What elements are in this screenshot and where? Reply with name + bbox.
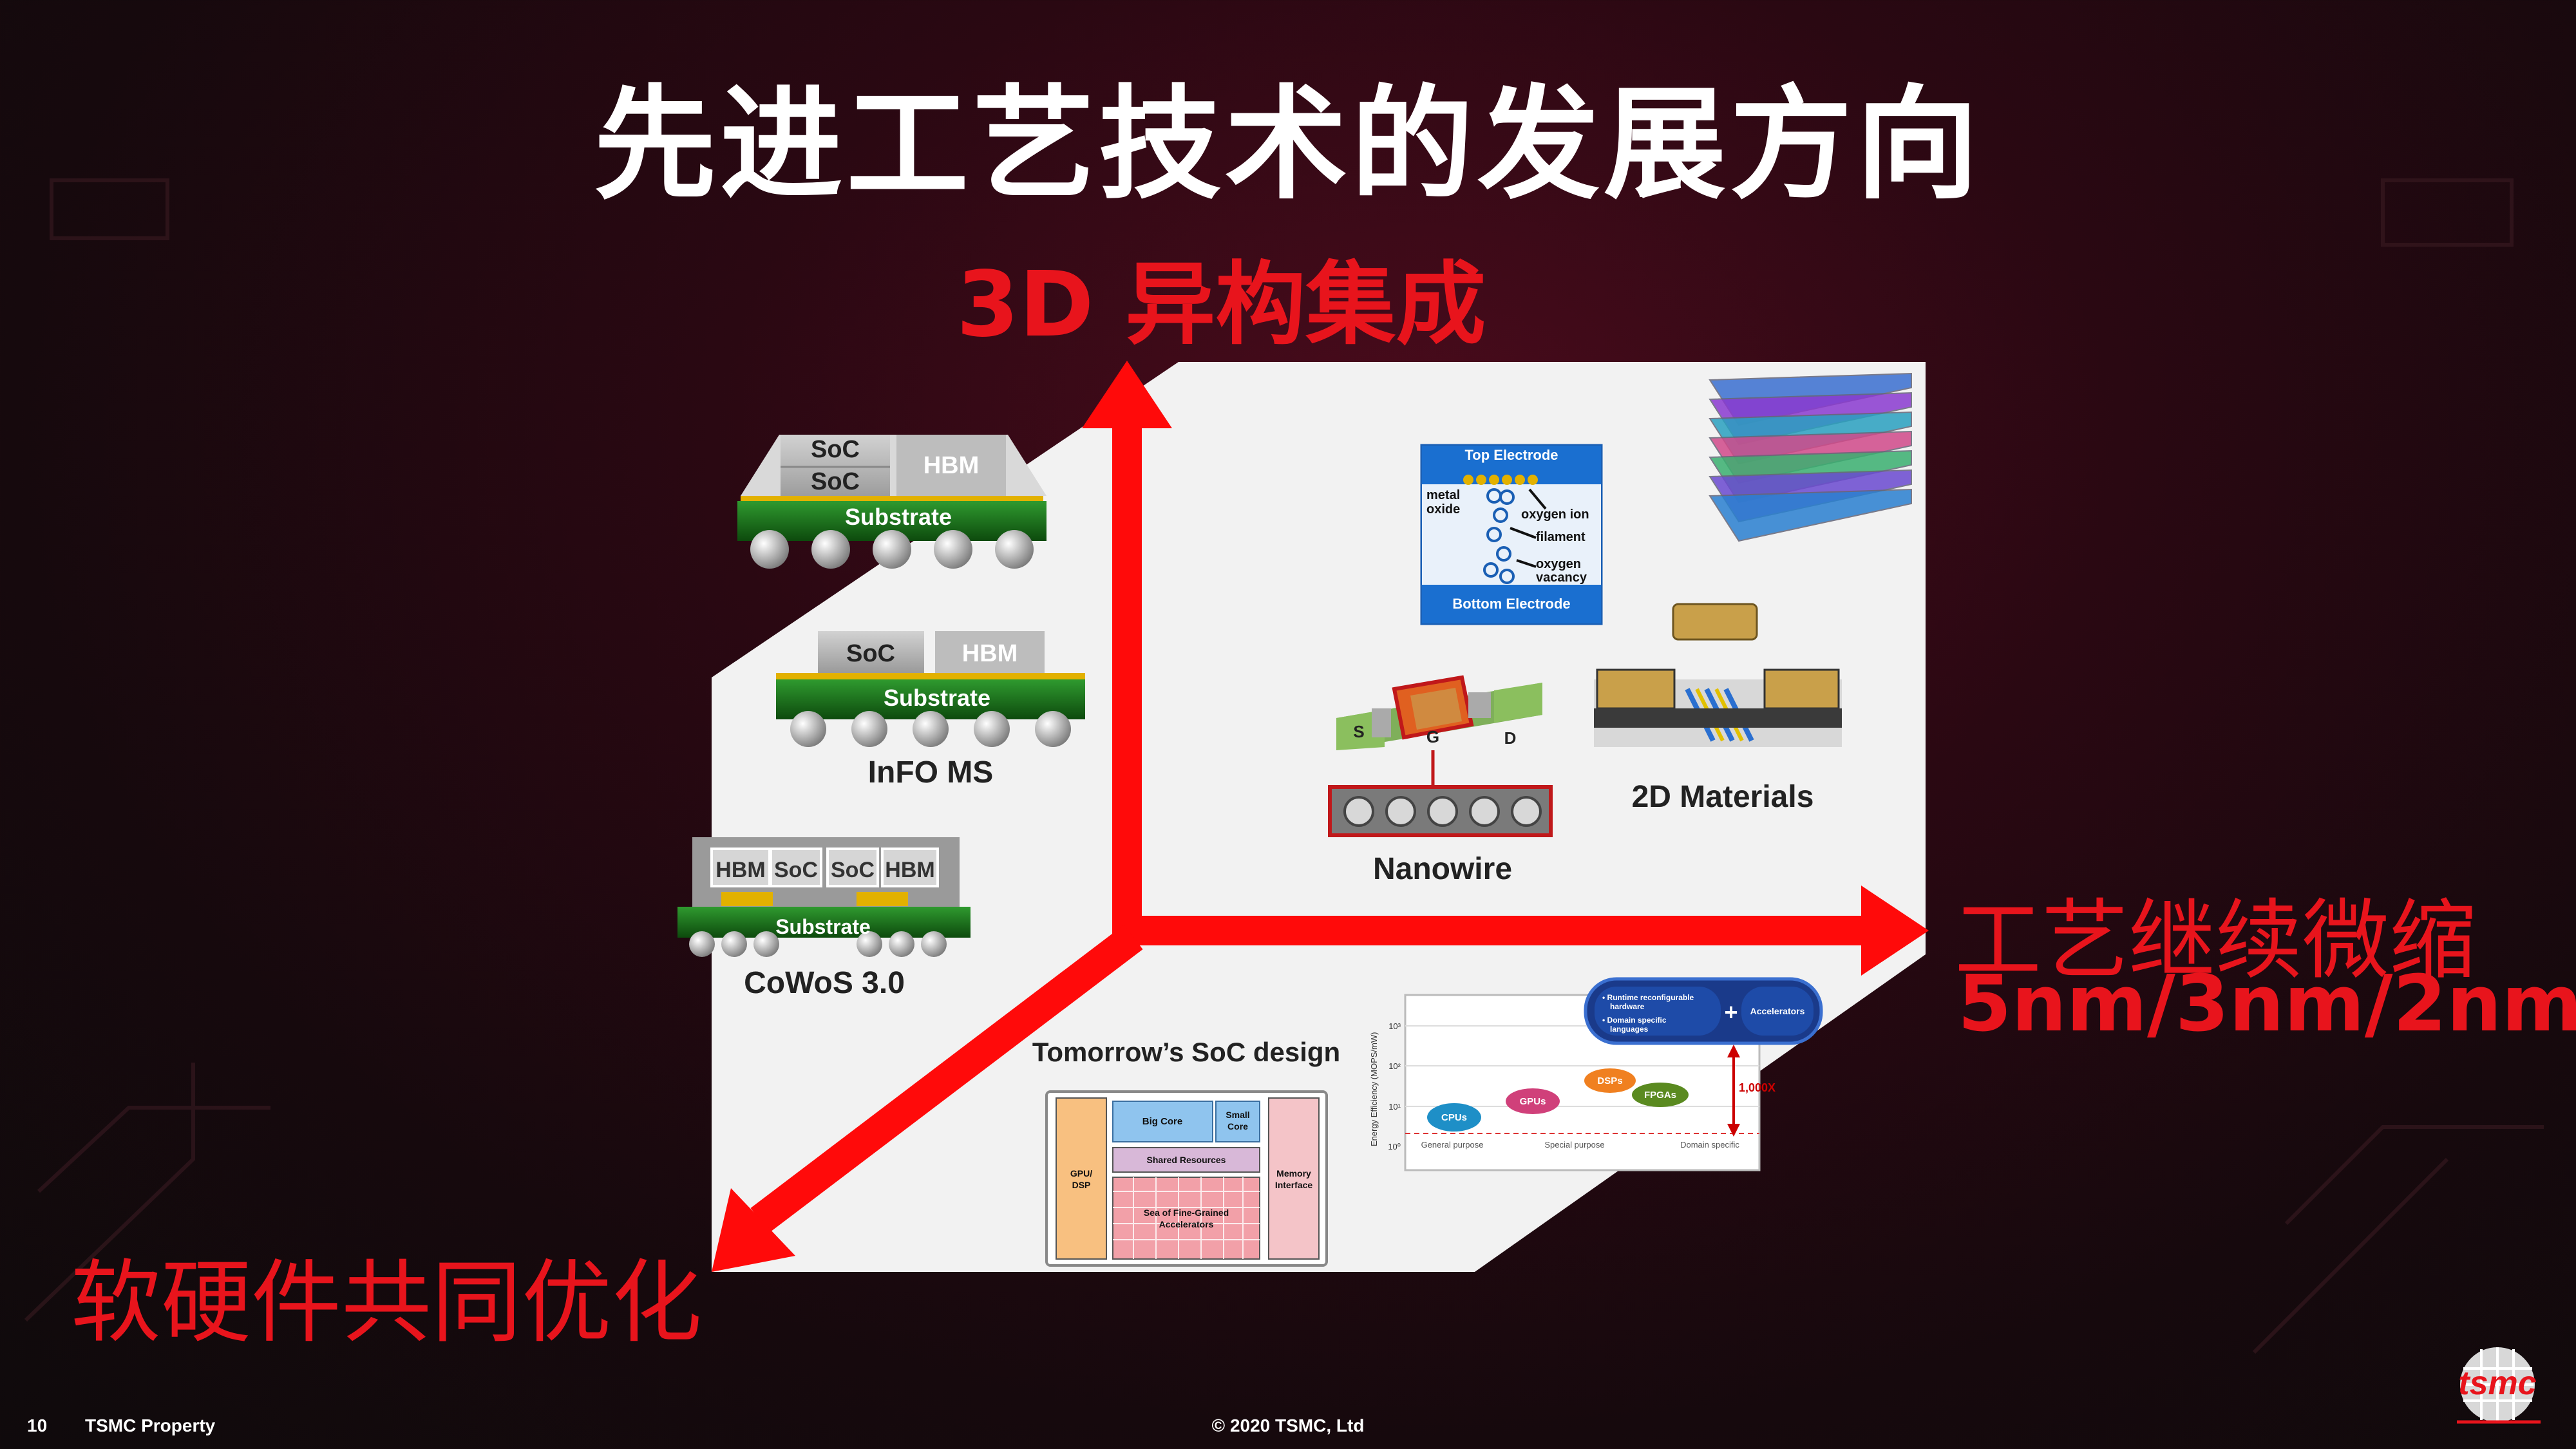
- nanowire-transistor-image: S G D Nanowire: [1328, 675, 1553, 886]
- metal-oxide-label-2: oxide: [1426, 502, 1460, 516]
- oxygen-vacancy-label-1: oxygen: [1536, 557, 1581, 571]
- substrate-label: Substrate: [884, 685, 990, 711]
- dsps-label: DSPs: [1597, 1075, 1622, 1086]
- soc-design-title: Tomorrow’s SoC design: [1032, 1037, 1340, 1067]
- gpu-label-1: GPU/: [1070, 1168, 1092, 1179]
- energy-efficiency-chart: Energy Efficiency (MOPS/mW) 10³ 10² 10¹ …: [1369, 977, 1823, 1171]
- hbm2-label: HBM: [885, 858, 934, 882]
- metal-oxide-label-1: metal: [1426, 488, 1460, 502]
- bullet-dsl-b: languages: [1610, 1025, 1649, 1034]
- info-ms-caption: InFO MS: [868, 755, 994, 790]
- substrate-label: Substrate: [775, 915, 871, 938]
- big-core-label: Big Core: [1142, 1116, 1183, 1127]
- axis-label-scaling: 工艺继续微缩: [1955, 890, 2476, 991]
- dsps-bubble: [1584, 1068, 1636, 1093]
- soc2-chip: [826, 848, 879, 887]
- 2d-materials-image: 2D Materials: [1594, 603, 1842, 814]
- soic-package: SoC SoC HBM Substrate: [737, 435, 1046, 569]
- rram-cell-diagram: Top Electrode Bottom Electrode metal oxi…: [1420, 444, 1603, 625]
- ytick-1: 10¹: [1388, 1102, 1401, 1112]
- page-number: 10: [27, 1416, 48, 1435]
- accelerators-label: Accelerators: [1750, 1006, 1805, 1016]
- ytick-0: 10⁰: [1388, 1142, 1401, 1151]
- hbm1-chip: [710, 848, 771, 887]
- cowos-caption: CoWoS 3.0: [744, 966, 905, 1000]
- shared-resources-label: Shared Resources: [1147, 1155, 1226, 1165]
- soc-chip: [818, 631, 924, 673]
- plus-sign: +: [1724, 999, 1738, 1025]
- hbm-label: HBM: [923, 452, 980, 479]
- axis-arrows: [712, 361, 1929, 1272]
- 2d-materials-caption: 2D Materials: [1632, 780, 1814, 814]
- fpgas-label: FPGAs: [1644, 1090, 1676, 1101]
- cpus-bubble: [1427, 1103, 1481, 1132]
- soc-top-label: SoC: [811, 436, 860, 463]
- source-label: S: [1353, 722, 1364, 741]
- xcat-special: Special purpose: [1544, 1140, 1604, 1150]
- bullet-runtime-b: hardware: [1610, 1002, 1645, 1011]
- footer-copyright: © 2020 TSMC, Ltd: [1211, 1416, 1365, 1435]
- memory-array-layer: [1709, 488, 1912, 542]
- gpu-label-2: DSP: [1072, 1180, 1091, 1190]
- soc1-chip: [770, 848, 822, 887]
- ytick-3: 10³: [1388, 1021, 1401, 1031]
- bullet-runtime: • Runtime reconfigurable: [1602, 993, 1694, 1002]
- oxygen-ion-label: oxygen ion: [1521, 507, 1589, 522]
- axis-label-3d-integration: 3D 异构集成: [956, 252, 1486, 357]
- hbm-chip: [935, 631, 1045, 673]
- tsmc-logo-text: tsmc: [2458, 1365, 2536, 1402]
- arrow-down-left-head: [712, 1188, 795, 1272]
- arrow-right-head: [1861, 886, 1929, 976]
- soc-design-diagram: Tomorrow’s SoC design GPU/ DSP Big Core …: [1032, 1037, 1340, 1267]
- axis-label-hw-sw-codesign: 软硬件共同优化: [71, 1251, 703, 1356]
- nanowire-caption: Nanowire: [1373, 852, 1512, 886]
- info-ms-package: SoC HBM Substrate InFO MS: [776, 631, 1085, 790]
- hbm2-chip: [881, 848, 939, 887]
- gain-label: 1,000X: [1739, 1081, 1776, 1094]
- 3d-memory-array-image: [1709, 372, 1912, 542]
- fine-grained-label-2: Accelerators: [1159, 1219, 1214, 1229]
- substrate: [677, 907, 971, 938]
- soc1-label: SoC: [774, 858, 818, 882]
- top-electrode-label: Top Electrode: [1464, 447, 1558, 463]
- hbm-label: HBM: [962, 640, 1018, 667]
- filament-label: filament: [1536, 530, 1586, 544]
- hbm1-label: HBM: [715, 858, 765, 882]
- fpgas-bubble: [1632, 1083, 1689, 1107]
- slide-title: 先进工艺技术的发展方向: [593, 73, 1982, 216]
- small-core-label-2: Core: [1227, 1121, 1248, 1132]
- axis-label-nodes: 5nm/3nm/2nm…: [1958, 960, 2576, 1049]
- memory-interface-label-1: Memory: [1276, 1168, 1311, 1179]
- soc2-label: SoC: [831, 858, 875, 882]
- gate-label: G: [1426, 727, 1439, 746]
- gpus-label: GPUs: [1520, 1096, 1546, 1107]
- efficiency-ylabel: Energy Efficiency (MOPS/mW): [1369, 1032, 1379, 1146]
- drain-label: D: [1504, 728, 1517, 748]
- hbm-chip: [896, 435, 1006, 499]
- footer-property: TSMC Property: [85, 1416, 216, 1435]
- oxygen-vacancy-label-2: vacancy: [1536, 571, 1587, 585]
- soc-bottom-label: SoC: [811, 468, 860, 495]
- fine-grained-label-1: Sea of Fine-Grained: [1144, 1208, 1229, 1218]
- memory-interface-label-2: Interface: [1275, 1180, 1313, 1190]
- cpus-label: CPUs: [1441, 1112, 1467, 1123]
- background-circuit-decoration: [24, 178, 2544, 1354]
- ytick-2: 10²: [1388, 1061, 1401, 1071]
- soc-label: SoC: [846, 640, 895, 667]
- cowos-package: HBM SoC SoC HBM Substrate CoWoS 3.0: [677, 837, 971, 1000]
- xcat-general: General purpose: [1421, 1140, 1484, 1150]
- arrow-up-head: [1082, 361, 1172, 428]
- bottom-electrode-label: Bottom Electrode: [1452, 596, 1570, 612]
- substrate-label: Substrate: [845, 504, 952, 530]
- xcat-domain: Domain specific: [1680, 1140, 1739, 1150]
- bullet-dsl: • Domain specific: [1602, 1016, 1667, 1025]
- gpus-bubble: [1506, 1088, 1560, 1114]
- tsmc-logo: tsmc: [2457, 1347, 2541, 1424]
- small-core-label-1: Small: [1226, 1110, 1249, 1120]
